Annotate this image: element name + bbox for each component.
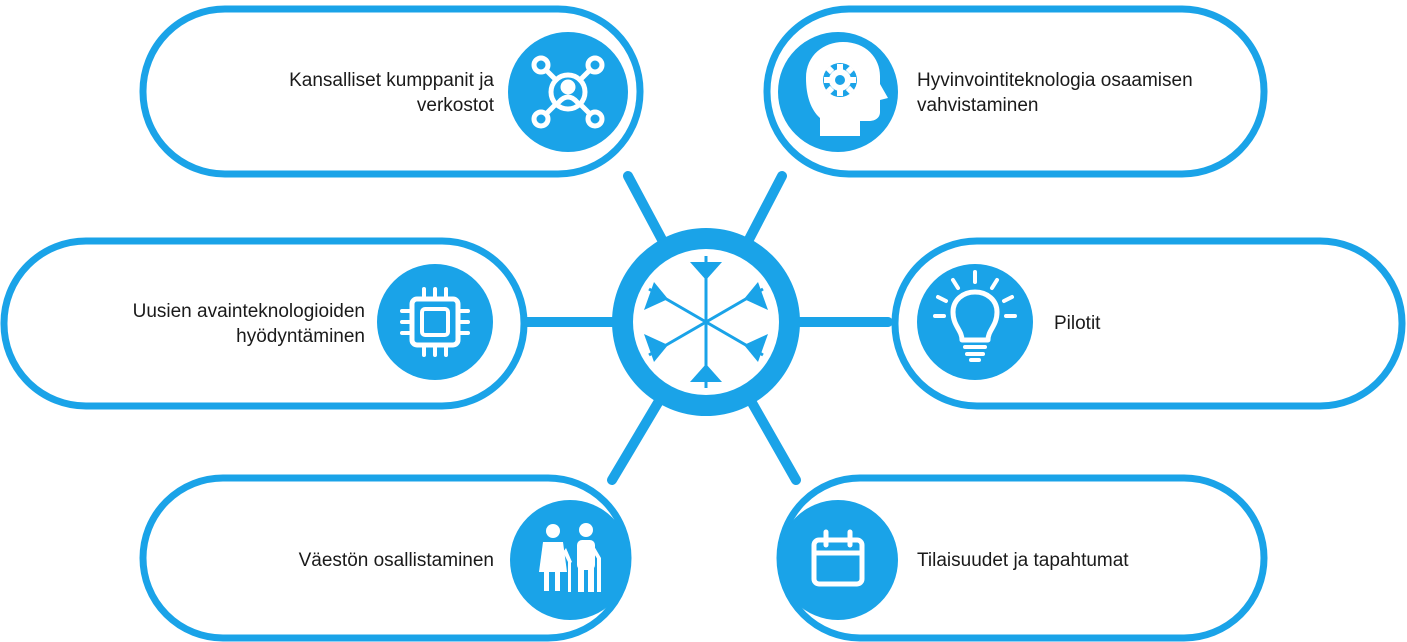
node-label-line: hyödyntäminen [236, 326, 365, 347]
node-pill-networks[interactable] [139, 5, 644, 178]
node-label-technologies: Uusien avainteknologioiden hyödyntäminen [60, 299, 365, 349]
calendar-icon [811, 529, 865, 587]
icon-circle-technologies [377, 264, 493, 380]
node-label-competence: Hyvinvointiteknologia osaamisen vahvista… [917, 68, 1257, 118]
center-hub [612, 228, 800, 416]
node-label-line: verkostot [416, 95, 494, 116]
snowflake-icon [644, 256, 768, 388]
elderly-couple-icon [539, 523, 601, 592]
icon-circle-events [778, 500, 898, 620]
chip-icon [400, 287, 470, 357]
node-label-line: Kansalliset kumppanit ja [289, 70, 494, 91]
node-label-networks: Kansalliset kumppanit ja verkostot [200, 68, 494, 118]
node-label-line: vahvistaminen [917, 95, 1039, 116]
network-icon [531, 55, 605, 129]
node-label-line: Hyvinvointiteknologia osaamisen [917, 70, 1193, 91]
head-gear-icon [806, 42, 888, 136]
node-label-line: Väestön osallistaminen [298, 550, 494, 571]
lightbulb-icon [933, 270, 1017, 362]
node-pill-pilots[interactable] [891, 237, 1406, 410]
node-label-events: Tilaisuudet ja tapahtumat [917, 548, 1237, 573]
node-label-inclusion: Väestön osallistaminen [200, 548, 494, 573]
node-label-line: Pilotit [1054, 313, 1101, 334]
icon-circle-pilots [917, 264, 1033, 380]
node-label-pilots: Pilotit [1054, 311, 1254, 336]
node-pill-competence[interactable] [763, 5, 1268, 178]
node-label-line: Tilaisuudet ja tapahtumat [917, 550, 1129, 571]
node-label-line: Uusien avainteknologioiden [132, 301, 365, 322]
